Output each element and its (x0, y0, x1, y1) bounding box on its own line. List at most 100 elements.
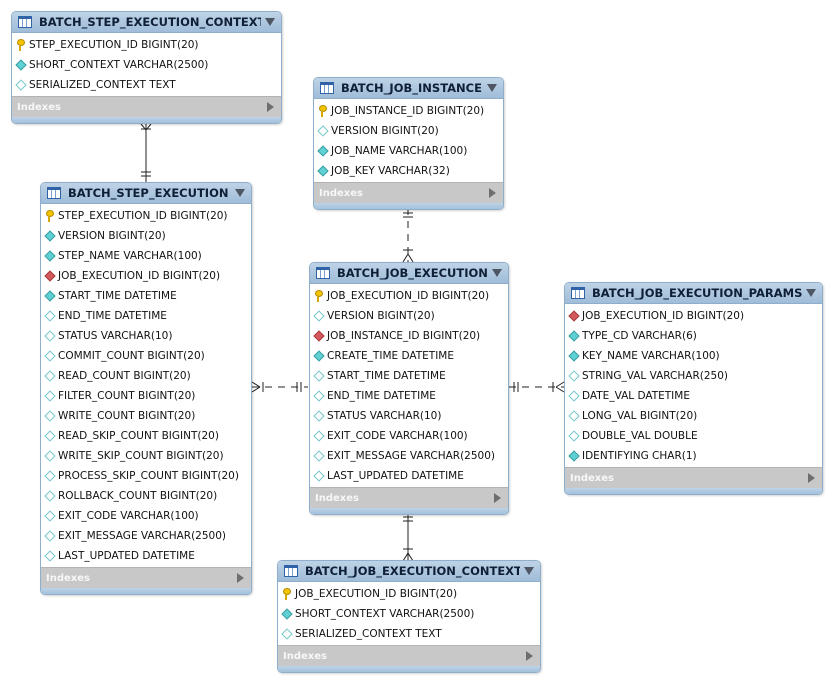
nullable-column-icon (44, 390, 56, 402)
table-header[interactable]: BATCH_JOB_EXECUTION (310, 263, 508, 284)
column-row[interactable]: DATE_VAL DATETIME (565, 386, 822, 406)
foreign-key-icon (313, 330, 325, 342)
column-row[interactable]: PROCESS_SKIP_COUNT BIGINT(20) (41, 466, 251, 486)
expand-arrow-icon[interactable] (494, 493, 501, 503)
expand-arrow-icon[interactable] (526, 651, 533, 661)
table-footer (12, 117, 281, 123)
column-row[interactable]: JOB_KEY VARCHAR(32) (314, 161, 503, 181)
column-row[interactable]: STATUS VARCHAR(10) (310, 406, 508, 426)
table-header[interactable]: BATCH_STEP_EXECUTION_CONTEXT (12, 12, 281, 33)
column-label: END_TIME DATETIME (58, 310, 167, 322)
column-row[interactable]: VERSION BIGINT(20) (310, 306, 508, 326)
column-row[interactable]: JOB_INSTANCE_ID BIGINT(20) (314, 101, 503, 121)
table-name: BATCH_STEP_EXECUTION_CONTEXT (39, 15, 261, 29)
indexes-section[interactable]: Indexes (278, 645, 540, 666)
indexes-section[interactable]: Indexes (565, 467, 822, 488)
table-icon (18, 16, 32, 28)
column-row[interactable]: LONG_VAL BIGINT(20) (565, 406, 822, 426)
column-row[interactable]: STEP_EXECUTION_ID BIGINT(20) (12, 35, 281, 55)
column-row[interactable]: READ_SKIP_COUNT BIGINT(20) (41, 426, 251, 446)
column-row[interactable]: ROLLBACK_COUNT BIGINT(20) (41, 486, 251, 506)
table-batch-step-execution-context[interactable]: BATCH_STEP_EXECUTION_CONTEXT STEP_EXECUT… (11, 11, 282, 124)
column-label: JOB_EXECUTION_ID BIGINT(20) (582, 310, 745, 322)
column-row[interactable]: KEY_NAME VARCHAR(100) (565, 346, 822, 366)
column-row[interactable]: READ_COUNT BIGINT(20) (41, 366, 251, 386)
table-header[interactable]: BATCH_JOB_EXECUTION_PARAMS (565, 283, 822, 304)
column-row[interactable]: VERSION BIGINT(20) (314, 121, 503, 141)
collapse-toggle-icon[interactable] (235, 189, 245, 197)
nullable-column-icon (313, 450, 325, 462)
table-batch-step-execution[interactable]: BATCH_STEP_EXECUTION STEP_EXECUTION_ID B… (40, 182, 252, 595)
column-row[interactable]: JOB_INSTANCE_ID BIGINT(20) (310, 326, 508, 346)
column-row[interactable]: JOB_EXECUTION_ID BIGINT(20) (278, 584, 540, 604)
nullable-column-icon (313, 310, 325, 322)
table-header[interactable]: BATCH_JOB_INSTANCE (314, 78, 503, 99)
column-row[interactable]: SERIALIZED_CONTEXT TEXT (12, 75, 281, 95)
collapse-toggle-icon[interactable] (806, 289, 816, 297)
table-batch-job-execution-context[interactable]: BATCH_JOB_EXECUTION_CONTEXT JOB_EXECUTIO… (277, 560, 541, 673)
column-row[interactable]: JOB_EXECUTION_ID BIGINT(20) (565, 306, 822, 326)
column-label: EXIT_MESSAGE VARCHAR(2500) (58, 530, 226, 542)
column-row[interactable]: EXIT_MESSAGE VARCHAR(2500) (41, 526, 251, 546)
column-row[interactable]: STEP_NAME VARCHAR(100) (41, 246, 251, 266)
collapse-toggle-icon[interactable] (265, 18, 275, 26)
column-row[interactable]: START_TIME DATETIME (41, 286, 251, 306)
nullable-column-icon (44, 370, 56, 382)
table-header[interactable]: BATCH_JOB_EXECUTION_CONTEXT (278, 561, 540, 582)
indexes-section[interactable]: Indexes (310, 487, 508, 508)
column-row[interactable]: COMMIT_COUNT BIGINT(20) (41, 346, 251, 366)
column-row[interactable]: CREATE_TIME DATETIME (310, 346, 508, 366)
column-row[interactable]: EXIT_CODE VARCHAR(100) (41, 506, 251, 526)
column-row[interactable]: JOB_EXECUTION_ID BIGINT(20) (310, 286, 508, 306)
column-row[interactable]: EXIT_MESSAGE VARCHAR(2500) (310, 446, 508, 466)
column-row[interactable]: WRITE_COUNT BIGINT(20) (41, 406, 251, 426)
column-row[interactable]: STEP_EXECUTION_ID BIGINT(20) (41, 206, 251, 226)
table-batch-job-instance[interactable]: BATCH_JOB_INSTANCE JOB_INSTANCE_ID BIGIN… (313, 77, 504, 210)
column-row[interactable]: IDENTIFYING CHAR(1) (565, 446, 822, 466)
column-row[interactable]: END_TIME DATETIME (310, 386, 508, 406)
expand-arrow-icon[interactable] (489, 188, 496, 198)
column-row[interactable]: WRITE_SKIP_COUNT BIGINT(20) (41, 446, 251, 466)
nullable-column-icon (313, 470, 325, 482)
collapse-toggle-icon[interactable] (487, 84, 497, 92)
column-row[interactable]: END_TIME DATETIME (41, 306, 251, 326)
table-header[interactable]: BATCH_STEP_EXECUTION (41, 183, 251, 204)
column-row[interactable]: VERSION BIGINT(20) (41, 226, 251, 246)
indexes-section[interactable]: Indexes (314, 182, 503, 203)
column-row[interactable]: STRING_VAL VARCHAR(250) (565, 366, 822, 386)
column-row[interactable]: TYPE_CD VARCHAR(6) (565, 326, 822, 346)
collapse-toggle-icon[interactable] (492, 269, 502, 277)
table-batch-job-execution-params[interactable]: BATCH_JOB_EXECUTION_PARAMS JOB_EXECUTION… (564, 282, 823, 495)
column-row[interactable]: START_TIME DATETIME (310, 366, 508, 386)
expand-arrow-icon[interactable] (808, 473, 815, 483)
column-row[interactable]: EXIT_CODE VARCHAR(100) (310, 426, 508, 446)
column-label: FILTER_COUNT BIGINT(20) (58, 390, 196, 402)
expand-arrow-icon[interactable] (237, 573, 244, 583)
column-label: EXIT_CODE VARCHAR(100) (327, 430, 468, 442)
not-null-column-icon (44, 250, 56, 262)
table-footer (278, 666, 540, 672)
column-row[interactable]: LAST_UPDATED DATETIME (41, 546, 251, 566)
not-null-column-icon (568, 330, 580, 342)
indexes-section[interactable]: Indexes (41, 567, 251, 588)
column-label: KEY_NAME VARCHAR(100) (582, 350, 720, 362)
column-row[interactable]: SHORT_CONTEXT VARCHAR(2500) (12, 55, 281, 75)
column-row[interactable]: STATUS VARCHAR(10) (41, 326, 251, 346)
relationship-job-instance-job-execution (402, 208, 414, 263)
column-row[interactable]: SHORT_CONTEXT VARCHAR(2500) (278, 604, 540, 624)
column-row[interactable]: FILTER_COUNT BIGINT(20) (41, 386, 251, 406)
column-row[interactable]: JOB_EXECUTION_ID BIGINT(20) (41, 266, 251, 286)
collapse-toggle-icon[interactable] (524, 567, 534, 575)
not-null-column-icon (317, 145, 329, 157)
column-label: EXIT_CODE VARCHAR(100) (58, 510, 199, 522)
table-name: BATCH_JOB_EXECUTION_PARAMS (592, 286, 802, 300)
table-batch-job-execution[interactable]: BATCH_JOB_EXECUTION JOB_EXECUTION_ID BIG… (309, 262, 509, 515)
column-row[interactable]: SERIALIZED_CONTEXT TEXT (278, 624, 540, 644)
column-row[interactable]: JOB_NAME VARCHAR(100) (314, 141, 503, 161)
expand-arrow-icon[interactable] (267, 102, 274, 112)
primary-key-icon (318, 105, 328, 117)
column-row[interactable]: DOUBLE_VAL DOUBLE (565, 426, 822, 446)
column-label: COMMIT_COUNT BIGINT(20) (58, 350, 205, 362)
indexes-section[interactable]: Indexes (12, 96, 281, 117)
column-row[interactable]: LAST_UPDATED DATETIME (310, 466, 508, 486)
